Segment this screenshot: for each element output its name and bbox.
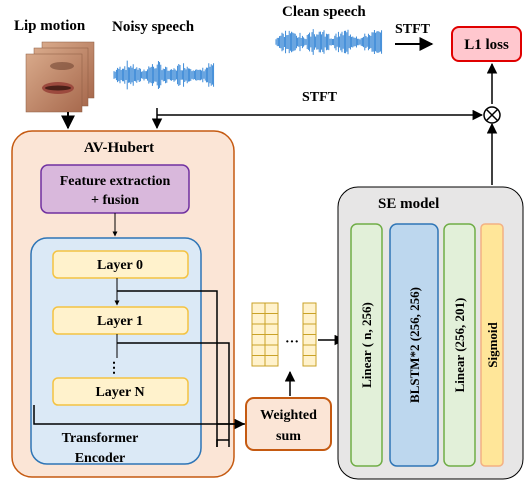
clean-wave-trace [275,29,383,55]
tap-layer0-line [117,290,218,447]
weighted-sum-line2: sum [276,429,301,444]
noisy-waveform-icon [113,60,215,90]
stft-top-label: STFT [395,22,431,37]
feature-cell [251,313,266,325]
feature-cell [264,323,279,335]
feature-cell [251,302,266,314]
layer-n-label: Layer N [95,385,144,400]
layer-n-box [52,377,189,406]
l1-loss-label: L1 loss [464,37,509,53]
feature-cell [302,313,317,325]
layer-1-label: Layer 1 [97,314,143,329]
noisy-speech-label: Noisy speech [112,19,195,35]
feature-cell [251,344,266,356]
feature-cell [264,344,279,356]
layer-0-box [52,250,189,279]
feature-cell [251,355,266,367]
weighted-sum-box [245,397,332,451]
se-model-title: SE model [378,196,439,212]
feature-cell [251,334,266,346]
features-ellipsis: ··· [285,335,299,350]
l1-loss-box [451,26,522,62]
encoder-label-line1: Transformer [62,431,139,446]
layer-1-box [52,306,189,335]
feature-cell [302,344,317,356]
multiply-cross-b [485,108,499,122]
clean-waveform-icon [275,29,383,55]
feature-cell [264,355,279,367]
lip-motion-label: Lip motion [14,18,86,34]
feature-cell [302,355,317,367]
layer-0-label: Layer 0 [97,258,143,273]
feature-cell [251,323,266,335]
tap-join-line [216,439,229,447]
feature-cell [302,302,317,314]
linear-out-block [443,223,476,467]
feature-extraction-line2: + fusion [91,193,139,208]
linear-in-block [350,223,383,467]
feature-cell [264,302,279,314]
noisy-wave-trace [113,60,215,90]
feature-cell [264,334,279,346]
tap-layer1-line [117,342,230,447]
feature-stack-right [302,302,317,367]
feature-cell [302,334,317,346]
transformer-encoder-box [30,237,202,465]
linear-in-label: Linear ( n, 256) [359,302,374,388]
feature-cell [264,313,279,325]
feature-cell [302,323,317,335]
sigmoid-block [480,223,504,467]
stft-mid-label: STFT [302,90,338,105]
encoder-label-line2: Encoder [75,451,126,466]
weighted-sum-line1: Weighted [260,408,317,423]
lip-photo-icon [25,41,95,113]
clean-speech-label: Clean speech [282,4,366,20]
blstm-block [389,223,439,467]
feature-extraction-line1: Feature extraction [60,174,171,189]
sigmoid-label: Sigmoid [485,321,500,367]
blstm-label: BLSTM*2 (256, 256) [407,287,422,403]
linear-out-label: Linear (256, 201) [452,298,467,393]
layers-vdots: ⋮ [107,361,121,376]
tap-layern-line [33,405,275,425]
feature-stack-left [251,302,279,367]
av-hubert-title: AV-Hubert [84,140,154,156]
